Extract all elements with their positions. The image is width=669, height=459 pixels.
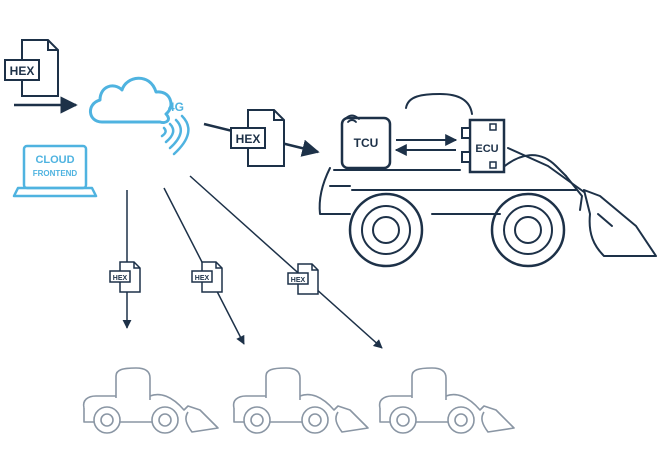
laptop-icon: CLOUD FRONTEND <box>12 144 98 198</box>
tcu-unit: TCU <box>340 114 392 170</box>
cloud-icon <box>89 76 173 124</box>
wheel-loader-icon <box>232 367 369 434</box>
hex-file-icon: HEX <box>109 261 141 293</box>
hex-file-label: HEX <box>113 275 128 282</box>
cloud-frontend-label-line1: CLOUD <box>35 154 74 166</box>
hex-file-label: HEX <box>236 132 261 146</box>
hex-file-icon: HEX <box>4 39 59 97</box>
hex-file-label: HEX <box>291 277 306 284</box>
network-label: 4G <box>168 100 184 114</box>
wheel-loader-icon <box>318 93 657 268</box>
hex-file-icon: HEX <box>230 109 285 167</box>
signal-waves-icon <box>160 114 190 156</box>
wheel-loader-icon <box>82 367 219 434</box>
hex-file-label: HEX <box>10 64 35 78</box>
wifi-icon <box>344 114 360 123</box>
cloud-frontend-label-line2: FRONTEND <box>33 169 78 178</box>
tcu-label: TCU <box>354 136 379 150</box>
ecu-unit: ECU <box>461 118 506 174</box>
hex-file-label: HEX <box>195 275 210 282</box>
wheel-loader-icon <box>378 367 515 434</box>
fleet-arrow-3 <box>189 175 383 349</box>
hex-file-icon: HEX <box>287 263 319 295</box>
hex-file-icon: HEX <box>191 261 223 293</box>
ecu-label: ECU <box>475 143 498 155</box>
